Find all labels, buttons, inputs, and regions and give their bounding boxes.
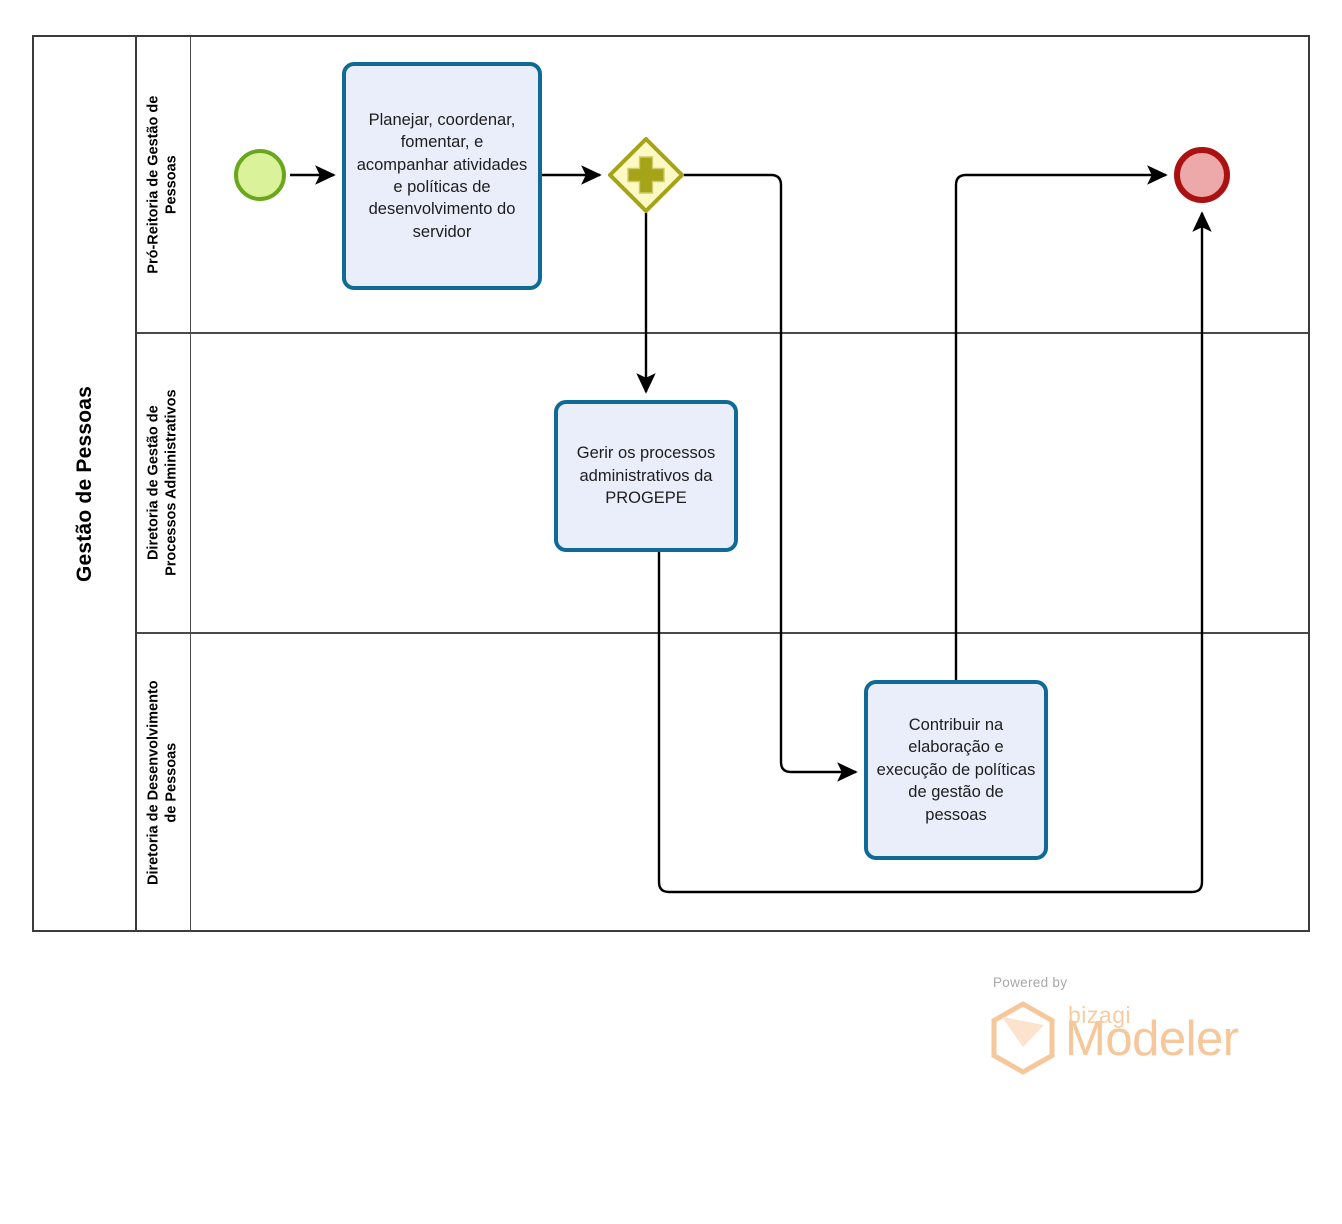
modeler-product-label: Modeler (1065, 1012, 1239, 1066)
parallel-gateway[interactable] (608, 137, 684, 213)
start-event[interactable] (234, 149, 286, 201)
bizagi-hexagon-logo-icon (991, 1001, 1055, 1075)
task-planejar[interactable]: Planejar, coordenar, fomentar, e acompan… (342, 62, 542, 290)
lane-body-diretoria-desenvolvimento (191, 634, 1308, 932)
bizagi-brand-label: bizagi (1068, 1002, 1132, 1028)
bizagi-watermark: Powered by bizagi Modeler (967, 975, 1257, 1075)
task-contribuir-politicas[interactable]: Contribuir na elaboração e execução de p… (864, 680, 1048, 860)
lane-body-diretoria-processos (191, 334, 1308, 632)
pool-title: Gestão de Pessoas (72, 385, 96, 582)
powered-by-label: Powered by (993, 975, 1068, 990)
plus-icon (627, 156, 665, 194)
end-event[interactable] (1174, 147, 1230, 203)
task-gerir-processos[interactable]: Gerir os processos administrativos da PR… (554, 400, 738, 552)
pool-header: Gestão de Pessoas (34, 37, 137, 930)
